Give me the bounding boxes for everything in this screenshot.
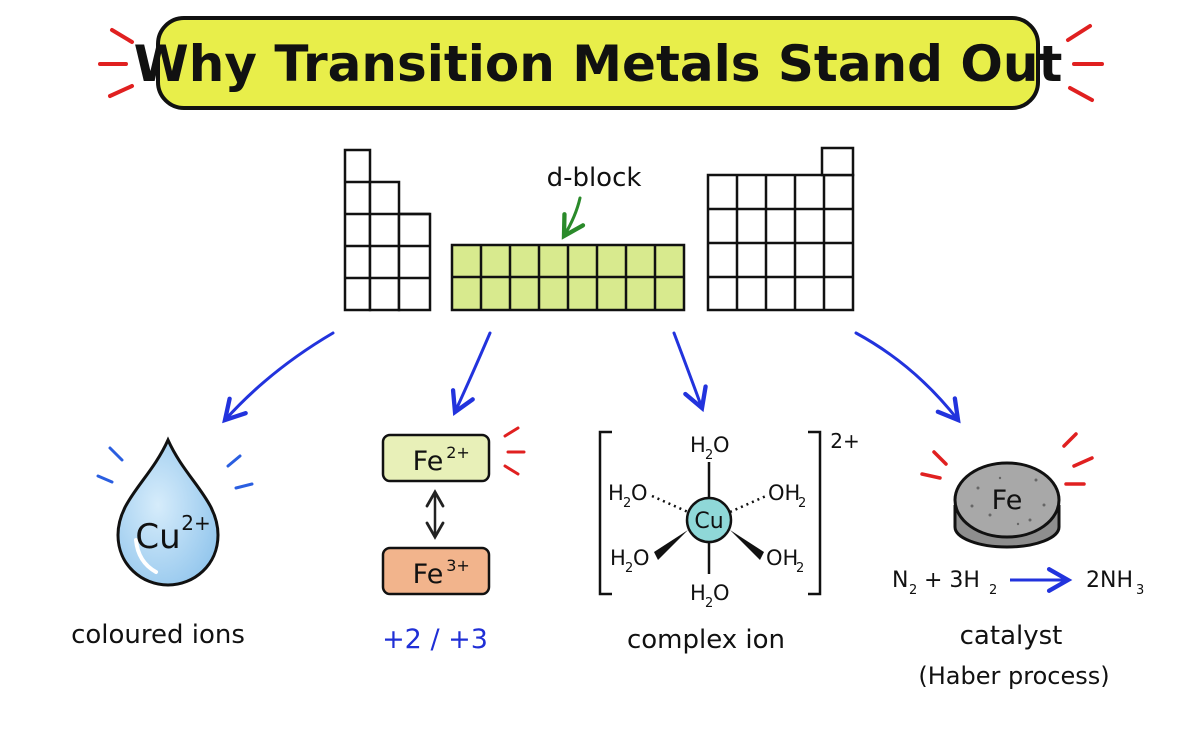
droplet-icon xyxy=(116,436,220,587)
arrow-to-complex-ion xyxy=(672,331,708,413)
svg-text:3: 3 xyxy=(1136,583,1144,598)
d-block-callout-arrow xyxy=(561,196,586,240)
p-block xyxy=(706,146,855,312)
svg-text:O: O xyxy=(713,433,730,457)
bracket-left xyxy=(598,430,612,596)
periodic-table xyxy=(343,146,855,312)
catalyst-disc-label: Fe xyxy=(992,485,1023,516)
arrow-to-coloured-ions xyxy=(222,331,335,424)
fe2-charge: 2+ xyxy=(446,443,470,462)
cu-ion-symbol: Cu xyxy=(135,517,180,557)
ligand-upper-right: OH 2 xyxy=(768,481,806,511)
sparkle-marks xyxy=(96,446,254,490)
svg-text:H: H xyxy=(610,546,626,570)
svg-text:O: O xyxy=(631,481,648,505)
cu-ion-charge: 2+ xyxy=(181,511,210,535)
page-title: Why Transition Metals Stand Out xyxy=(134,35,1063,93)
panel-catalyst: Fe N 2 + 3H 2 2NH 3 catalyst (Haber proc… xyxy=(892,432,1144,690)
droplet-highlight xyxy=(134,538,158,574)
svg-text:2NH: 2NH xyxy=(1086,568,1133,593)
d-block xyxy=(450,243,686,312)
disc-speckles xyxy=(970,476,1046,526)
complex-charge: 2+ xyxy=(830,429,859,453)
catalyst-subcaption: (Haber process) xyxy=(918,662,1109,690)
svg-text:2: 2 xyxy=(796,561,804,576)
svg-text:O: O xyxy=(633,546,650,570)
fe2-box xyxy=(381,433,491,483)
catalyst-disc-icon xyxy=(953,461,1061,539)
fe3-symbol: Fe xyxy=(413,559,444,590)
emphasis-marks-fe xyxy=(503,426,526,476)
panel-coloured-ions: Cu 2+ coloured ions xyxy=(71,436,254,650)
svg-text:O: O xyxy=(713,581,730,605)
fe3-box xyxy=(381,546,491,596)
svg-text:H: H xyxy=(690,581,706,605)
complex-ion-caption: complex ion xyxy=(627,625,785,655)
d-block-label: d-block xyxy=(547,163,642,193)
bond-dashed-left xyxy=(651,494,689,514)
svg-text:N: N xyxy=(892,568,908,593)
s-block xyxy=(343,148,432,312)
svg-text:2: 2 xyxy=(625,561,633,576)
svg-text:2: 2 xyxy=(705,596,713,611)
panel-oxidation-states: Fe 2+ Fe 3+ +2 / +3 xyxy=(381,426,526,655)
arrow-to-catalyst xyxy=(854,331,961,424)
ligand-top: H 2 O xyxy=(690,433,730,463)
cu-center-atom xyxy=(685,496,733,544)
ligand-lower-right: OH 2 xyxy=(766,546,804,576)
svg-text:2: 2 xyxy=(909,583,917,598)
haber-equation: N 2 + 3H 2 2NH 3 xyxy=(892,567,1144,598)
svg-text:2: 2 xyxy=(623,496,631,511)
svg-text:+ 3H: + 3H xyxy=(924,568,980,593)
branch-arrows xyxy=(222,331,961,424)
svg-text:2: 2 xyxy=(705,448,713,463)
svg-text:OH: OH xyxy=(766,546,798,570)
coloured-ions-caption: coloured ions xyxy=(71,620,245,650)
emphasis-marks-right xyxy=(1066,24,1104,102)
panel-complex-ion: 2+ Cu H 2 O H 2 O H 2 O H 2 xyxy=(598,429,860,655)
svg-text:2: 2 xyxy=(989,583,997,598)
bond-dashed-right xyxy=(729,494,767,514)
emphasis-marks-catalyst xyxy=(920,432,1094,486)
svg-text:OH: OH xyxy=(768,481,800,505)
arrow-to-oxidation-states xyxy=(450,331,492,416)
ligand-bottom: H 2 O xyxy=(690,581,730,611)
fe3-charge: 3+ xyxy=(446,556,470,575)
bracket-right xyxy=(808,430,822,596)
svg-text:2: 2 xyxy=(798,496,806,511)
title-banner: Why Transition Metals Stand Out xyxy=(98,16,1104,110)
svg-text:H: H xyxy=(690,433,706,457)
ligand-lower-left: H 2 O xyxy=(610,546,650,576)
emphasis-marks-left xyxy=(98,28,134,98)
catalyst-caption: catalyst xyxy=(960,621,1063,651)
bond-wedge-right xyxy=(730,530,764,560)
fe2-symbol: Fe xyxy=(413,446,444,477)
ligand-upper-left: H 2 O xyxy=(608,481,648,511)
cu-center-label: Cu xyxy=(694,509,723,534)
svg-text:H: H xyxy=(608,481,624,505)
oxidation-states-caption: +2 / +3 xyxy=(382,624,488,655)
bond-wedge-left xyxy=(654,530,688,560)
title-background xyxy=(156,16,1040,110)
